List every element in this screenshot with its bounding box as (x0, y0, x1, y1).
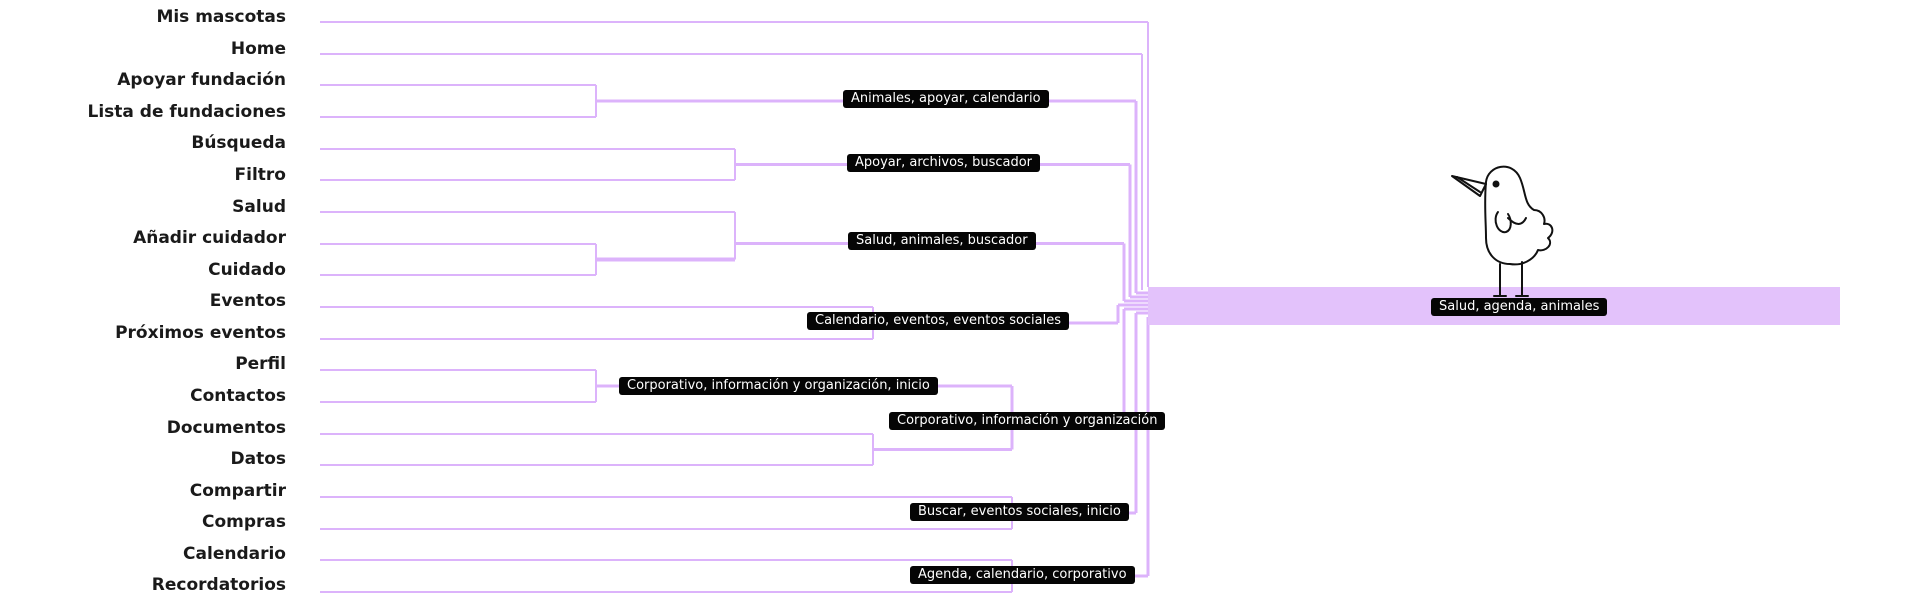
group-tag-animales-apoyar-calendario: Animales, apoyar, calendario (843, 90, 1049, 108)
leaf-label-busqueda: Búsqueda (191, 133, 286, 153)
group-tag-agenda-calendario-corporativo: Agenda, calendario, corporativo (910, 566, 1135, 584)
group-tag-salud-animales-buscador: Salud, animales, buscador (848, 232, 1036, 250)
leaf-label-calendario: Calendario (183, 544, 286, 564)
leaf-label-anadir-cuidador: Añadir cuidador (133, 228, 286, 248)
bird-doodle-icon (1451, 165, 1554, 297)
group-tag-corporativo-informacion-inicio: Corporativo, información y organización,… (619, 377, 938, 395)
leaf-label-mis-mascotas: Mis mascotas (156, 7, 286, 27)
leaf-label-filtro: Filtro (234, 165, 286, 185)
leaf-label-compras: Compras (201, 512, 286, 532)
leaf-label-perfil: Perfil (235, 354, 286, 374)
root-tag: Salud, agenda, animales (1431, 298, 1608, 316)
group-tag-buscar-eventos-inicio: Buscar, eventos sociales, inicio (910, 503, 1129, 521)
leaf-label-eventos: Eventos (209, 291, 286, 311)
leaf-label-salud: Salud (232, 197, 286, 217)
leaf-label-proximos-eventos: Próximos eventos (115, 323, 286, 343)
leaf-label-cuidado: Cuidado (208, 260, 286, 280)
leaf-label-lista-fundaciones: Lista de fundaciones (87, 102, 287, 122)
leaf-label-apoyar-fundacion: Apoyar fundación (117, 70, 286, 90)
leaf-label-contactos: Contactos (190, 386, 286, 406)
leaf-label-compartir: Compartir (189, 481, 286, 501)
group-tag-corporativo-informacion: Corporativo, información y organización (889, 412, 1166, 430)
leaf-label-datos: Datos (230, 449, 286, 469)
leaf-label-home: Home (230, 39, 286, 59)
group-tag-calendario-eventos: Calendario, eventos, eventos sociales (807, 312, 1070, 330)
group-tag-apoyar-archivos-buscador: Apoyar, archivos, buscador (847, 154, 1041, 172)
leaf-label-recordatorios: Recordatorios (151, 575, 286, 595)
leaf-label-documentos: Documentos (166, 418, 286, 438)
